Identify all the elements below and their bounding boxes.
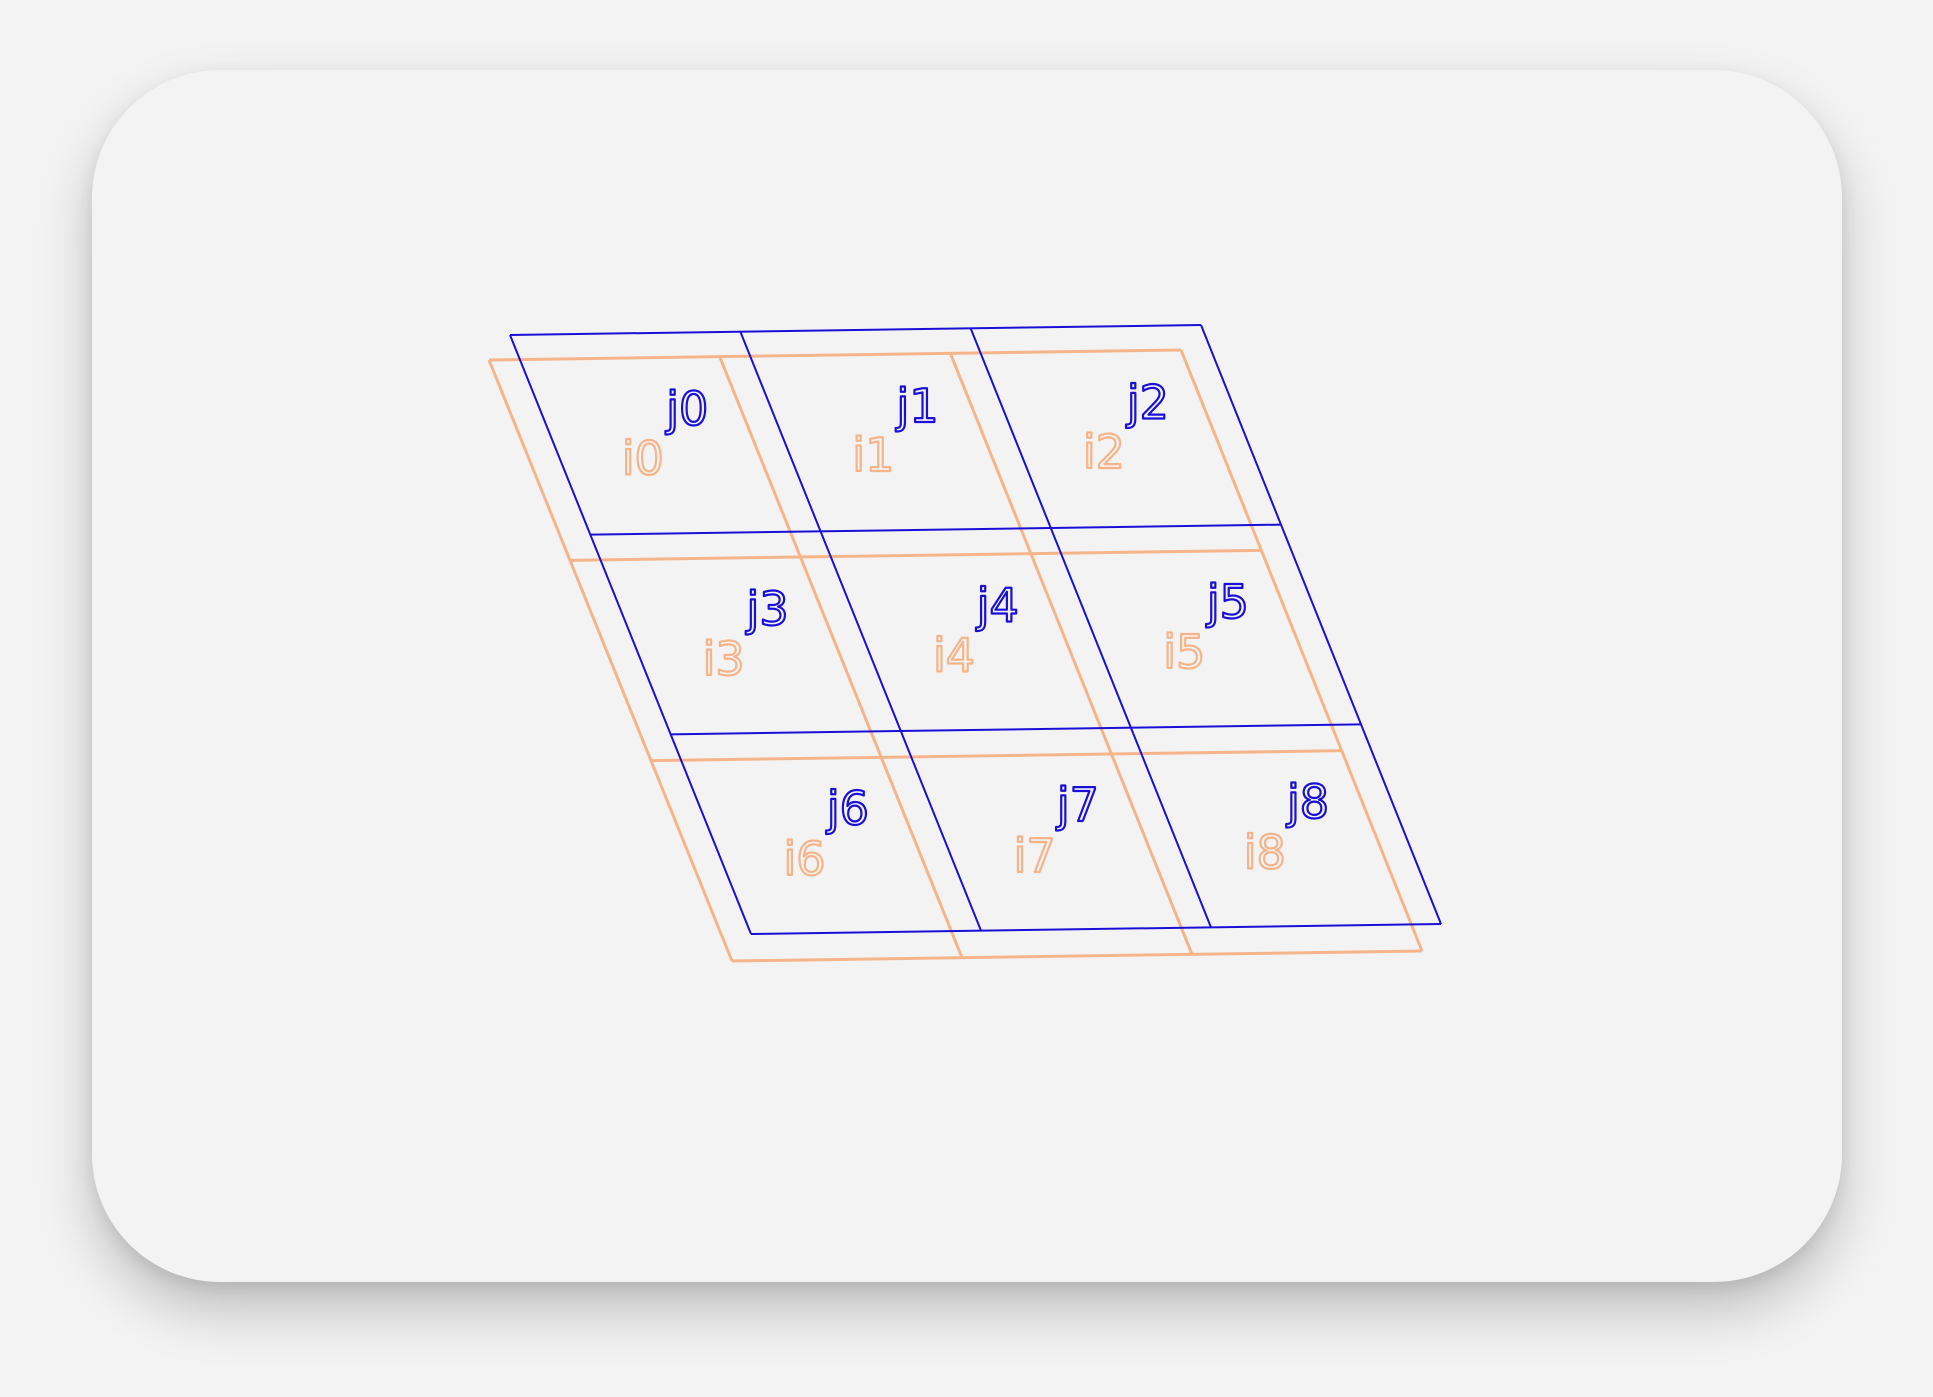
cell-label-j4: j4 bbox=[976, 579, 1019, 633]
cell-label-j3: j3 bbox=[746, 582, 789, 636]
grid-j-layer: j0 j1 j2 j3 j4 j5 j6 j7 j8 bbox=[509, 324, 1442, 935]
grid-i-column-line bbox=[487, 359, 734, 962]
cell-label-j8: j8 bbox=[1286, 775, 1329, 829]
cell-label-i4: i4 bbox=[933, 629, 975, 683]
cell-label-j7: j7 bbox=[1056, 778, 1099, 832]
grid-j-column-line bbox=[1200, 324, 1442, 925]
cell-label-j5: j5 bbox=[1206, 575, 1249, 629]
grid-j-row-line bbox=[750, 923, 1442, 935]
grid-i-layer: i0 i1 i2 i3 i4 i5 i6 i7 i8 bbox=[487, 348, 1424, 963]
cell-label-i6: i6 bbox=[784, 832, 826, 886]
grid-i-row-line bbox=[488, 348, 1182, 362]
cell-label-i3: i3 bbox=[703, 632, 745, 686]
grid-j-column-line bbox=[969, 327, 1212, 928]
cell-label-j0: j0 bbox=[665, 382, 708, 436]
grid-i-column-line bbox=[718, 356, 964, 959]
grid-i-row-line bbox=[569, 548, 1262, 562]
cell-label-i0: i0 bbox=[622, 432, 664, 486]
cell-label-j2: j2 bbox=[1126, 376, 1169, 430]
diagram-card bbox=[92, 70, 1842, 1282]
grid-i-row-line bbox=[731, 949, 1423, 963]
grid-i-column-line bbox=[948, 352, 1194, 955]
cell-label-i2: i2 bbox=[1083, 425, 1125, 479]
cell-label-i8: i8 bbox=[1244, 826, 1286, 880]
grid-i-column-line bbox=[1179, 349, 1424, 952]
grid-j-column-line bbox=[509, 334, 752, 935]
grid-j-column-line bbox=[739, 331, 982, 932]
grid-j-row-line bbox=[509, 324, 1202, 336]
cell-label-i7: i7 bbox=[1014, 829, 1056, 883]
grid-j-row-line bbox=[590, 523, 1282, 536]
cell-label-j1: j1 bbox=[896, 379, 939, 433]
grid-j-row-line bbox=[670, 723, 1362, 736]
cell-label-j6: j6 bbox=[826, 782, 869, 836]
cell-label-i1: i1 bbox=[852, 428, 894, 482]
cell-label-i5: i5 bbox=[1163, 625, 1205, 679]
grid-i-row-line bbox=[650, 749, 1342, 763]
